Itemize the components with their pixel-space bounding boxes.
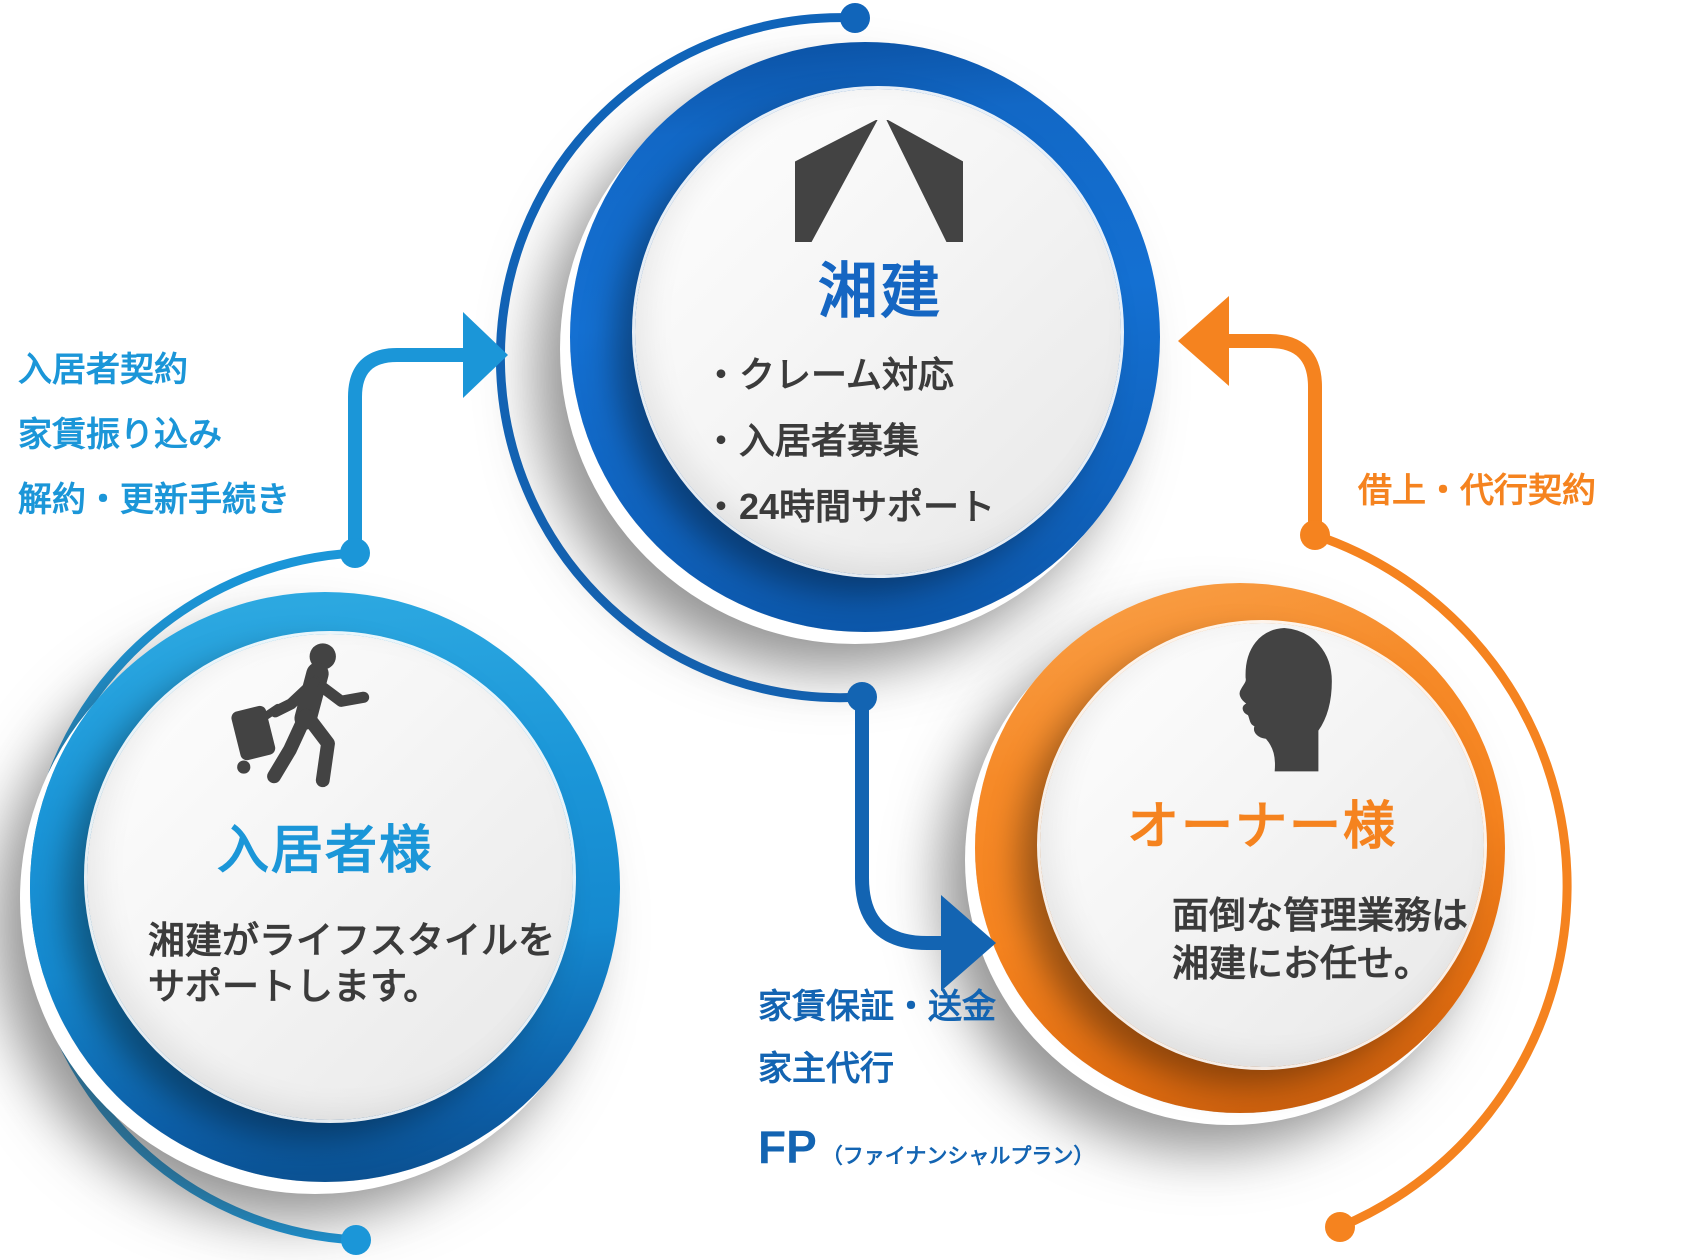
list-item: ・24時間サポート [703,486,996,527]
fp-note: （ファイナンシャルプラン） [821,1145,1095,1168]
tenant-description-line: サポートします。 [148,966,441,1007]
owner-to-shoken-arrow [1178,296,1330,550]
tenant-to-shoken-arrow [340,312,508,568]
label-line: 解約・更新手続き [18,481,290,519]
owner-description-line: 面倒な管理業務は [1172,895,1468,936]
fp-label: FP [758,1121,817,1173]
label-line: 入居者契約 [18,351,188,389]
connector-dot [847,682,877,712]
tenant-to-shoken-label: 入居者契約 家賃振り込み 解約・更新手続き [18,338,290,533]
owner-description-line: 湘建にお任せ。 [1172,943,1431,984]
connector-dot [840,3,870,33]
walking-traveler-icon [231,643,370,788]
shoken-to-owner-arrow [847,682,996,991]
list-item: ・クレーム対応 [703,354,954,395]
connector-dot [340,538,370,568]
connector-dot [1300,520,1330,550]
tenant-description: 湘建がライフスタイルを サポートします。 [148,918,555,1010]
label-line: 家賃振り込み [18,416,222,454]
owner-to-shoken-label: 借上・代行契約 [1358,472,1596,510]
label-line: 家主代行 [758,1050,894,1088]
list-item: ・入居者募集 [703,420,920,461]
tenant-title: 入居者様 [216,822,433,880]
head-silhouette-icon [1239,627,1332,772]
arrowhead-right [463,312,508,398]
shoken-title: 湘建 [818,258,942,325]
roof-logo-icon [795,120,963,242]
connector-dot [341,1225,371,1255]
owner-description: 面倒な管理業務は 湘建にお任せ。 [1172,892,1468,988]
shoken-services-list: ・クレーム対応 ・入居者募集 ・24時間サポート [703,342,995,540]
fp-label-line: FP（ファイナンシャルプラン） [758,1116,1094,1188]
shoken-to-owner-label: 家賃保証・送金 家主代行 FP（ファイナンシャルプラン） [758,976,1094,1188]
connector-dot [1325,1212,1355,1242]
owner-title: オーナー様 [1126,798,1397,856]
arrowhead-left [1178,296,1229,386]
label-line: 家賃保証・送金 [758,988,996,1026]
tenant-description-line: 湘建がライフスタイルを [148,920,555,961]
